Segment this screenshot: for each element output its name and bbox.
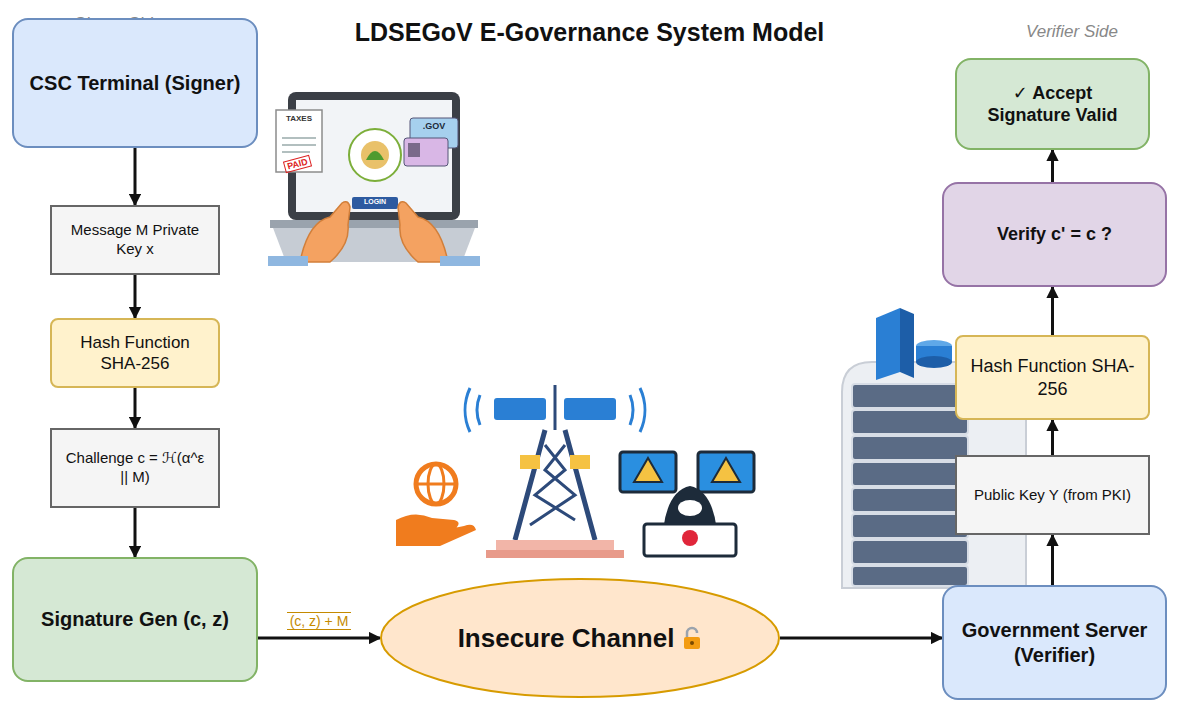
node-text: Public Key Y (from PKI) — [974, 486, 1131, 505]
flow-arrow — [1051, 150, 1054, 182]
public-key-box: Public Key Y (from PKI) — [955, 455, 1150, 535]
illustration-text: LOGIN — [364, 198, 386, 205]
node-text: Challenge c = ℋ(α^ε || M) — [64, 449, 206, 487]
globe-hand-icon — [396, 464, 476, 546]
laptop-illustration — [268, 92, 480, 266]
node-text: Hash Function SHA-256 — [64, 332, 206, 375]
flow-arrow — [134, 275, 137, 318]
hash-box: Hash Function SHA-256 — [955, 335, 1150, 420]
side-heading: Verifier Side — [1026, 22, 1118, 42]
flow-arrow — [134, 508, 137, 557]
node-text: Hash Function SHA-256 — [969, 355, 1136, 400]
lock-icon — [682, 626, 702, 650]
flow-arrow — [1051, 535, 1054, 585]
flow-arrow — [134, 148, 137, 205]
flow-arrow — [258, 637, 380, 640]
accept-box: ✓ Accept Signature Valid — [955, 58, 1150, 150]
verify-box: Verify c' = c ? — [942, 182, 1167, 287]
cell-tower — [465, 385, 645, 558]
illustration-text: TAXES — [286, 114, 312, 123]
signature-box: Signature Gen (c, z) — [12, 557, 258, 682]
edge-label: (c, z) + M — [287, 612, 352, 630]
input-box: Message M Private Key x — [50, 205, 220, 275]
node-text: Verify c' = c ? — [997, 223, 1112, 246]
flow-arrow — [134, 388, 137, 428]
flow-arrow — [780, 637, 942, 640]
flow-arrow — [1051, 420, 1054, 455]
node-text: Government Server (Verifier) — [956, 618, 1153, 668]
hacker-icon — [620, 452, 754, 556]
flow-arrow — [1051, 287, 1054, 335]
node-text: CSC Terminal (Signer) — [30, 71, 241, 96]
hash-box: Hash Function SHA-256 — [50, 318, 220, 388]
channel-ellipse: Insecure Channel — [380, 578, 780, 698]
challenge-box: Challenge c = ℋ(α^ε || M) — [50, 428, 220, 508]
illustration-text: .GOV — [423, 121, 446, 131]
node-text: Signature Gen (c, z) — [41, 607, 229, 632]
node-text: ✓ Accept Signature Valid — [969, 82, 1136, 127]
verifier-server: Government Server (Verifier) — [942, 585, 1167, 700]
signer-terminal: CSC Terminal (Signer) — [12, 18, 258, 148]
node-text: Message M Private Key x — [64, 221, 206, 259]
node-text: Insecure Channel — [458, 622, 675, 655]
